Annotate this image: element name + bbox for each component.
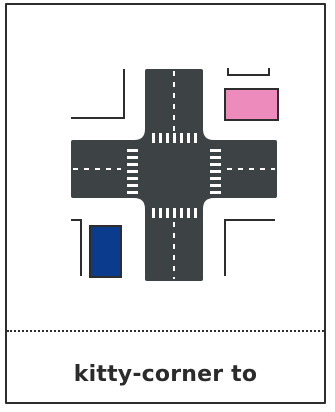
card-divider	[7, 330, 324, 332]
curb-lines	[71, 68, 275, 276]
crosswalk-south	[152, 208, 197, 218]
road	[71, 69, 277, 281]
reference-building	[89, 225, 122, 278]
caption-text: kitty-corner to	[73, 361, 258, 387]
crosswalk-west	[127, 149, 138, 194]
intersection-icon	[71, 68, 279, 281]
flashcard: kitty-corner to	[5, 3, 326, 404]
crosswalk-north	[152, 133, 197, 143]
target-building	[224, 88, 279, 121]
lane-markings	[73, 71, 275, 279]
crosswalk-east	[210, 149, 221, 194]
